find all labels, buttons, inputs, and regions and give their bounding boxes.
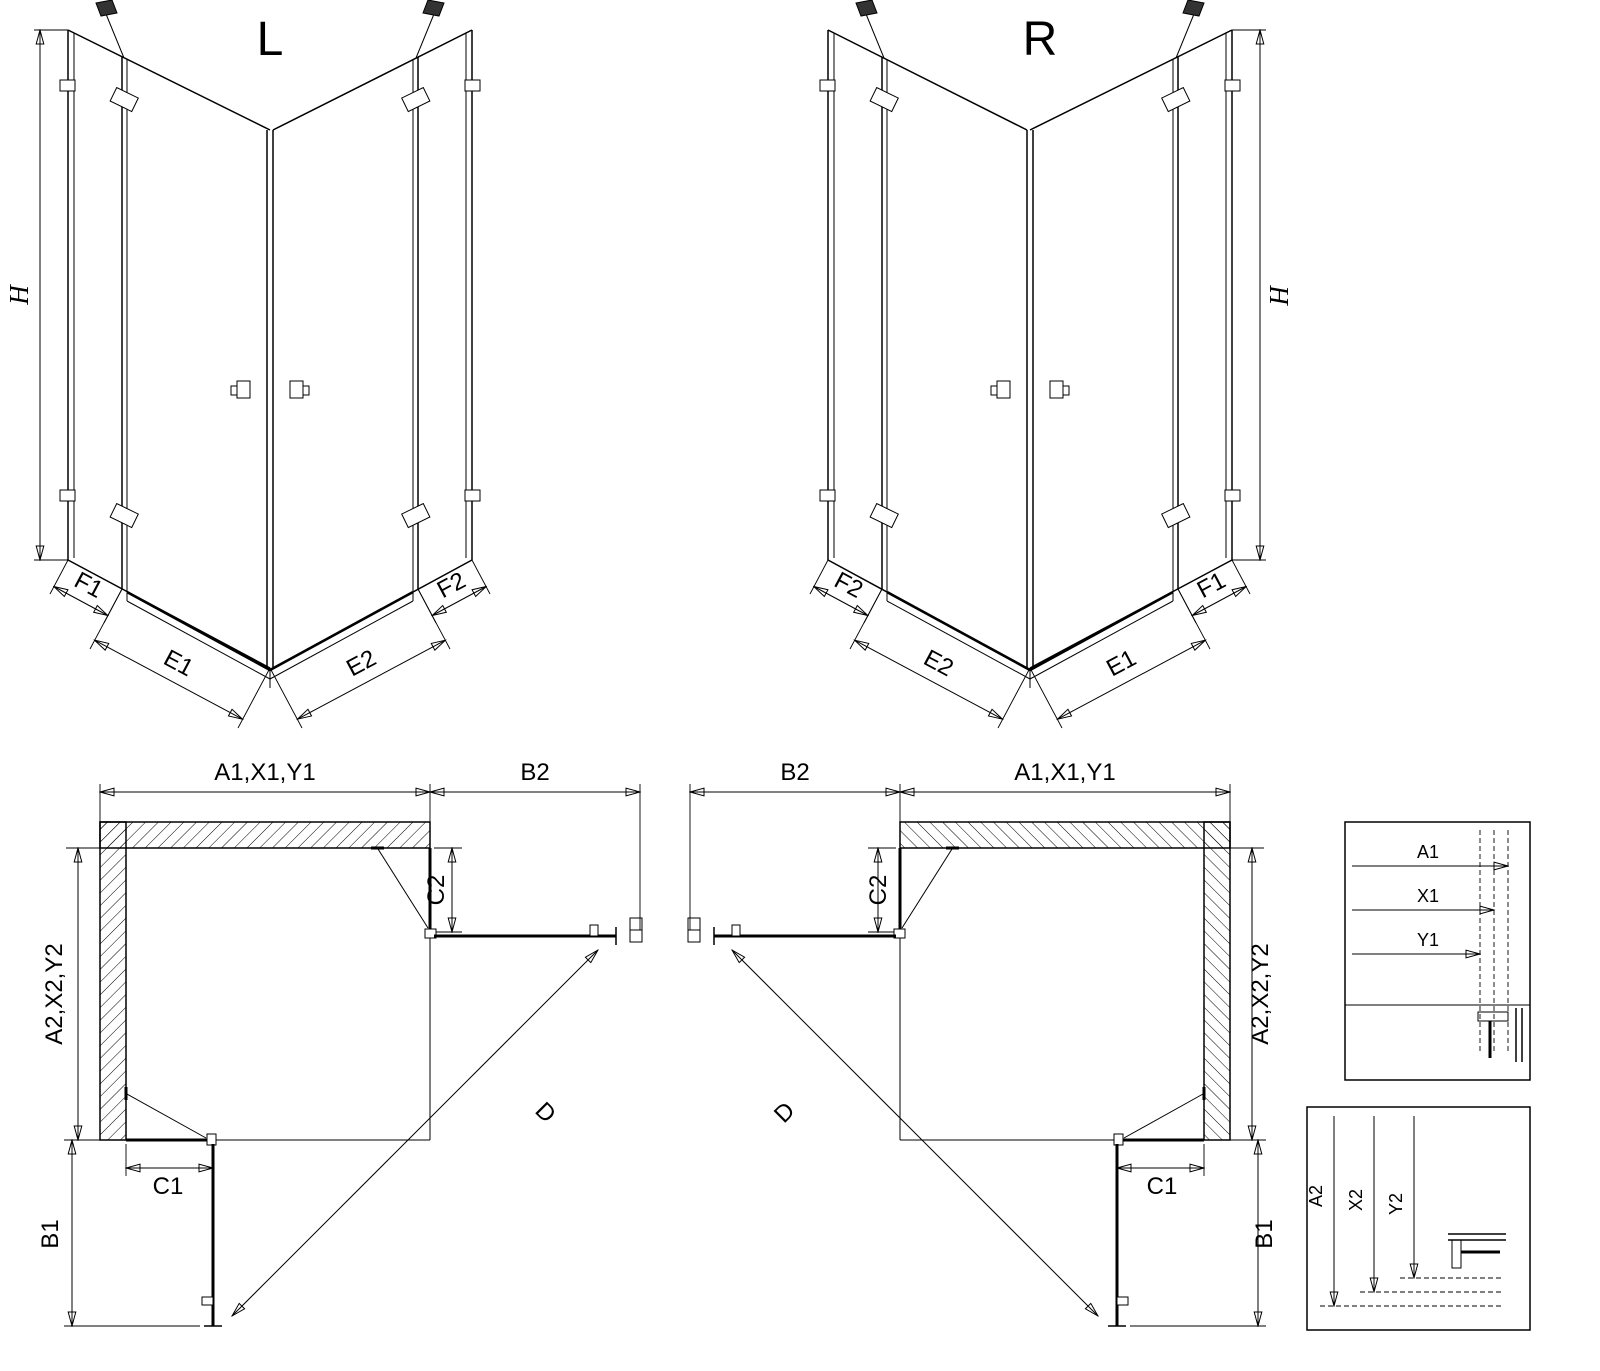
- dim-label-c2-right: C2: [865, 875, 892, 906]
- dim-label-e1-right: E1: [1102, 645, 1141, 683]
- detail-box-widths: A1 X1 Y1: [1344, 821, 1531, 1081]
- dim-label-b2-left: B2: [520, 759, 549, 786]
- dim-label-d-left: D: [530, 1097, 561, 1128]
- dim-label-c1-left: C1: [153, 1173, 184, 1200]
- detail-label-a1: A1: [1417, 842, 1439, 862]
- dim-label-c2-left: C2: [423, 875, 450, 906]
- dim-label-depth-right: A2,X2,Y2: [1247, 943, 1274, 1044]
- plan-view-right: B2 A1,X1,Y1 A2,X2,Y2 C2 C1 B1 D: [688, 759, 1278, 1326]
- detail-label-y1: Y1: [1417, 930, 1439, 950]
- dim-label-depth-left: A2,X2,Y2: [41, 943, 68, 1044]
- view-right-title: R: [1023, 13, 1058, 66]
- dim-label-b1-left: B1: [37, 1219, 64, 1248]
- detail-label-x2: X2: [1346, 1189, 1366, 1211]
- dim-label-h-right: H: [1264, 284, 1294, 306]
- view-left-title: L: [257, 13, 284, 66]
- view-3d-right: R H F2 E2 E1 F1: [810, 0, 1294, 728]
- dim-label-e1-left: E1: [159, 645, 198, 683]
- dim-label-e2-left: E2: [342, 645, 381, 683]
- dim-label-e2-right: E2: [919, 645, 958, 683]
- view-3d-left: L H F1 E1 E2 F2: [4, 0, 490, 728]
- dim-label-h-left: H: [4, 284, 34, 306]
- detail-label-x1: X1: [1417, 886, 1439, 906]
- detail-label-y2: Y2: [1386, 1193, 1406, 1215]
- detail-box-depths: A2 X2 Y2: [1306, 1106, 1531, 1331]
- plan-view-left: A1,X1,Y1 B2 A2,X2,Y2 C2 C1 B1 D: [37, 759, 642, 1326]
- dim-label-b1-right: B1: [1251, 1219, 1278, 1248]
- dim-label-d-right: D: [769, 1097, 800, 1128]
- dim-label-b2-right: B2: [780, 759, 809, 786]
- dim-label-c1-right: C1: [1147, 1173, 1178, 1200]
- detail-label-a2: A2: [1306, 1185, 1326, 1207]
- dim-label-width-right: A1,X1,Y1: [1014, 759, 1115, 786]
- dim-label-width-left: A1,X1,Y1: [214, 759, 315, 786]
